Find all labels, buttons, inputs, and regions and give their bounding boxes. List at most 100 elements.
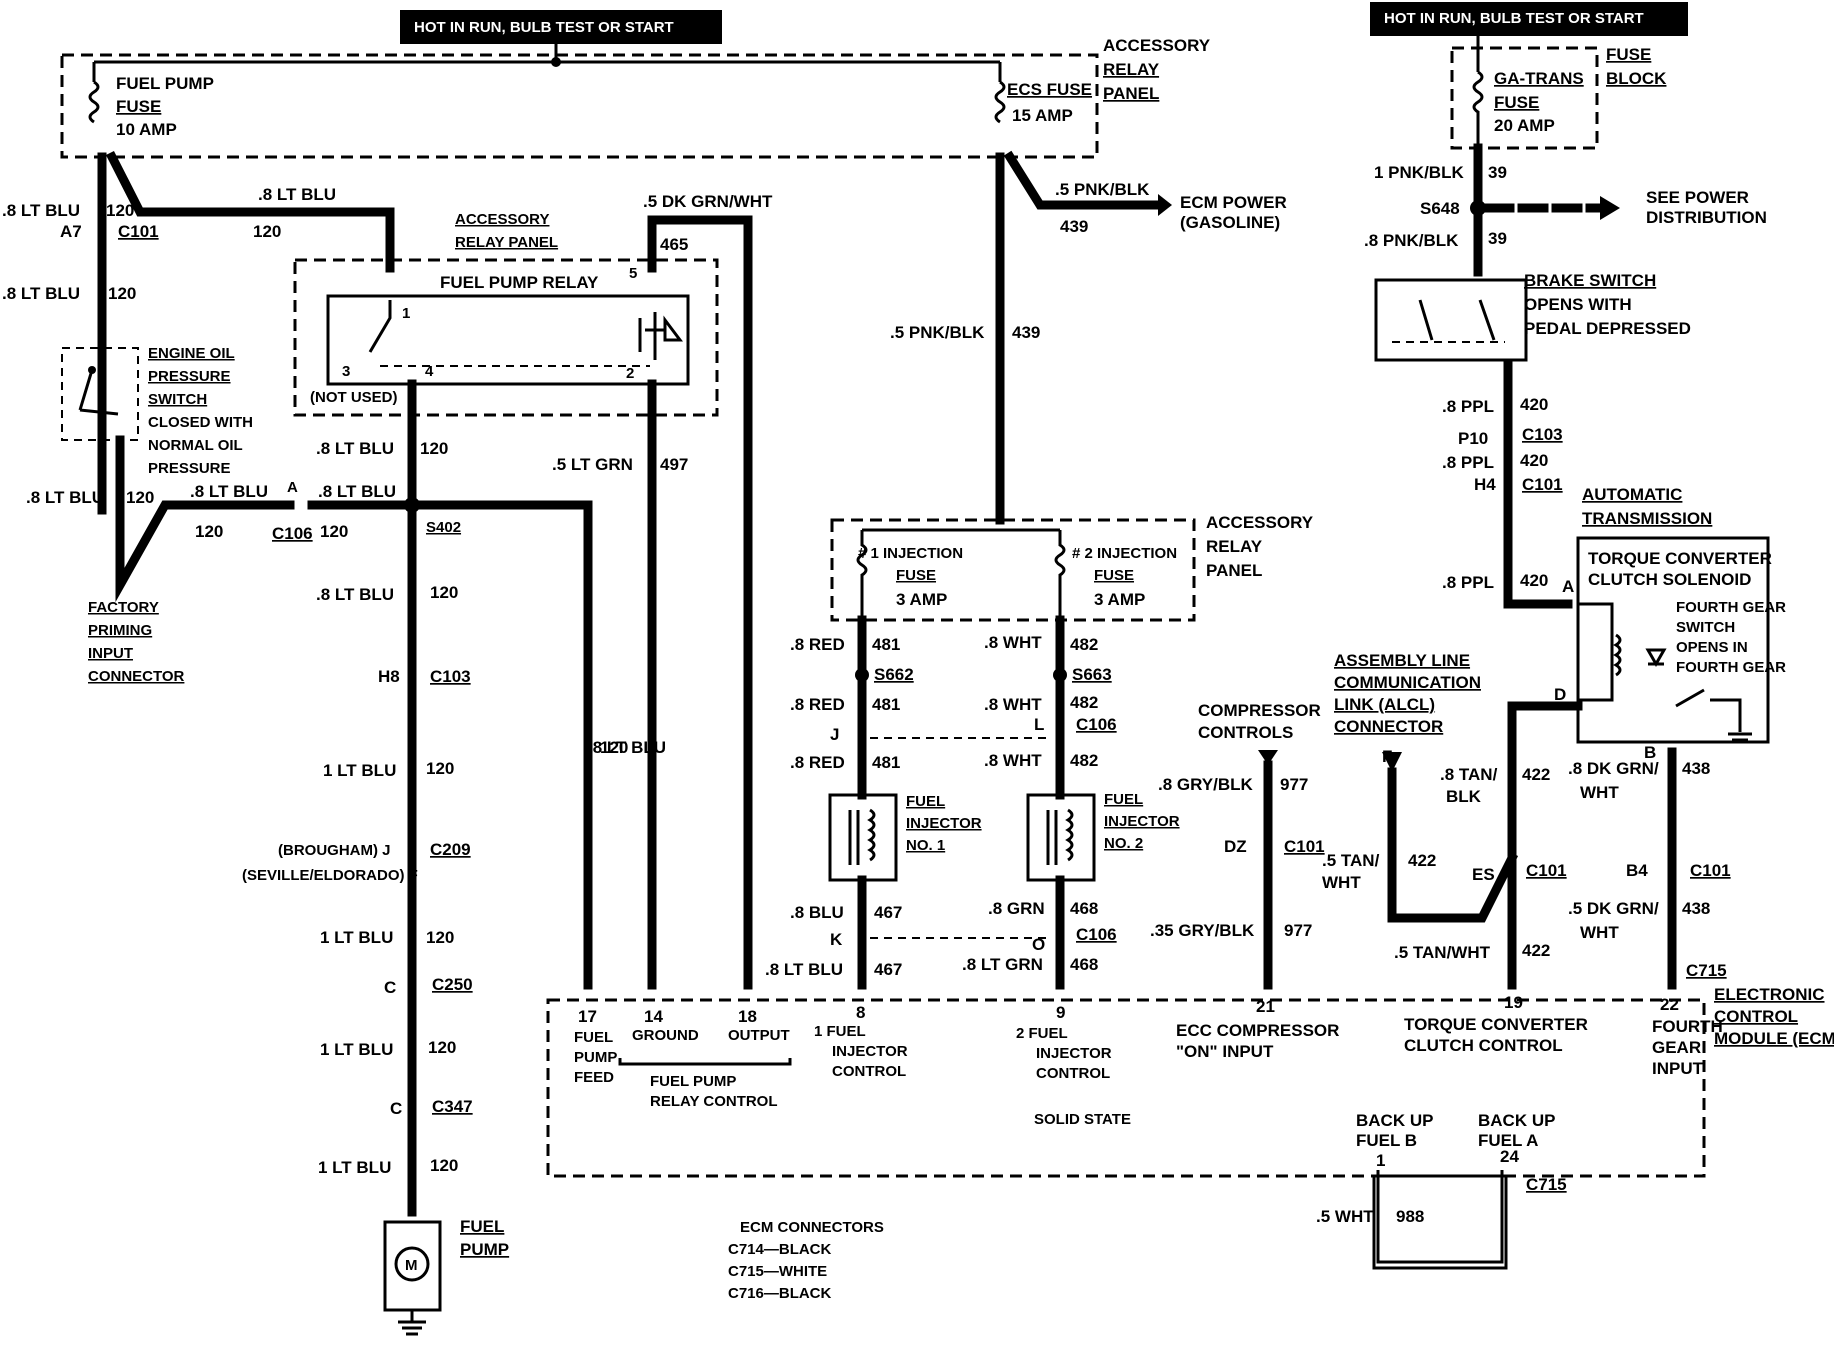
w438b-label: .5 DK GRN/: [1568, 899, 1659, 918]
pinL-label: L: [1034, 715, 1044, 734]
n468b-label: 468: [1070, 955, 1098, 974]
n481c-label: 481: [872, 753, 900, 772]
factory-l3: INPUT: [88, 645, 133, 662]
alcl-l3: LINK (ALCL): [1334, 695, 1435, 714]
ecm-p17a: FUEL: [574, 1029, 613, 1046]
wire-988-loop: [1376, 1170, 1504, 1264]
c101c-label: C101: [1522, 475, 1563, 494]
n120i-label: 120: [426, 928, 454, 947]
s663-label: S663: [1072, 665, 1112, 684]
fuel-pump-fuse-l2: FUSE: [116, 97, 161, 116]
n439-label: 439: [1060, 217, 1088, 236]
ecm-p18: 18: [738, 1007, 757, 1026]
ecm-p8: 8: [856, 1003, 865, 1022]
w481a-label: .8 RED: [790, 635, 845, 654]
ecm-bua: BACK UP: [1478, 1111, 1555, 1130]
n39b-label: 39: [1488, 229, 1507, 248]
injector1-coil: [867, 808, 876, 862]
es-label: ES: [1472, 865, 1495, 884]
ecm-box: [546, 998, 1706, 1178]
injector1-core: [848, 810, 860, 865]
inj-panel-l2: RELAY: [1206, 537, 1263, 556]
fpr-panel1: ACCESSORY: [455, 211, 549, 228]
fuel-pump-motor-icon: [394, 1246, 430, 1282]
pinA-label: A: [287, 479, 298, 496]
fpr-p2: 2: [626, 365, 634, 382]
w465-label: .5 DK GRN/WHT: [643, 192, 773, 211]
n120g-label: 120: [430, 583, 458, 602]
n482a-label: 482: [1070, 635, 1098, 654]
w422a-label: .8 TAN/: [1440, 765, 1498, 784]
w120f-label: .8 LT BLU: [316, 439, 394, 458]
wire-465: [647, 215, 753, 990]
injector2-core: [1046, 810, 1058, 865]
w977-label: .8 GRY/BLK: [1158, 775, 1253, 794]
inj-f1a: # 1 INJECTION: [858, 545, 963, 562]
ecm-p9a: 2 FUEL: [1016, 1025, 1068, 1042]
n120k-label: 120: [430, 1156, 458, 1175]
ecm-p21: 21: [1256, 997, 1275, 1016]
ecm-p9b: INJECTOR: [1036, 1045, 1112, 1062]
ecm-p24: 24: [1500, 1147, 1519, 1166]
compressor-l2: CONTROLS: [1198, 723, 1293, 742]
fuel-pump-l1: FUEL: [460, 1217, 504, 1236]
ecm-p8c: CONTROL: [832, 1063, 906, 1080]
n977-label: 977: [1280, 775, 1308, 794]
ecm-p9c: CONTROL: [1036, 1065, 1110, 1082]
fuse-block-l2: BLOCK: [1606, 69, 1667, 88]
w482b-label: .8 WHT: [984, 695, 1042, 714]
brougham-label: (BROUGHAM) J: [278, 842, 391, 859]
dz-label: DZ: [1224, 837, 1247, 856]
header-banner-right: [1370, 2, 1688, 36]
header-right: HOT IN RUN, BULB TEST OR START: [1384, 10, 1644, 27]
n482c-label: 482: [1070, 751, 1098, 770]
fpr-title: FUEL PUMP RELAY: [440, 273, 599, 292]
w422b-label: .5 TAN/: [1322, 851, 1380, 870]
fuel-pump-fuse-l3: 10 AMP: [116, 120, 177, 139]
w120b-label: .8 LT BLU: [2, 284, 80, 303]
n439b-label: 439: [1012, 323, 1040, 342]
oil-switch-l3: SWITCH: [148, 391, 207, 408]
c347-label: C347: [432, 1097, 473, 1116]
splice-s663: [1053, 668, 1067, 682]
ecm-conn-l3: C715—WHITE: [728, 1263, 827, 1280]
inj-f2b: FUSE: [1094, 567, 1134, 584]
auto-trans-box: [1576, 536, 1770, 744]
injection-fuse-panel: [830, 518, 1196, 622]
tcc-solenoid-path: [1578, 602, 1614, 702]
c250-label: C250: [432, 975, 473, 994]
ga-trans-l2: FUSE: [1494, 93, 1539, 112]
n438b-label: 438: [1682, 899, 1710, 918]
ga-trans-fuse-symbol: [1472, 70, 1484, 148]
splice-s662: [855, 668, 869, 682]
w439b-label: .5 PNK/BLK: [890, 323, 985, 342]
n420b-label: 420: [1520, 451, 1548, 470]
c106b-label: C106: [1076, 715, 1117, 734]
n420a-label: 420: [1520, 395, 1548, 414]
pinJ-label: J: [830, 725, 839, 744]
inj-f2a: # 2 INJECTION: [1072, 545, 1177, 562]
arp-top-l3: PANEL: [1103, 84, 1159, 103]
inj2-l3: NO. 2: [1104, 835, 1143, 852]
n120h-label: 120: [426, 759, 454, 778]
tcc-l2: CLUTCH SOLENOID: [1588, 570, 1751, 589]
tcc-l1: TORQUE CONVERTER: [1588, 549, 1772, 568]
fuel-pump-l2: PUMP: [460, 1240, 509, 1259]
relay-control-bracket: [618, 1058, 792, 1066]
n467b-label: 467: [874, 960, 902, 979]
w39a-label: 1 PNK/BLK: [1374, 163, 1464, 182]
ecm-p22c: INPUT: [1652, 1059, 1704, 1078]
pinO-label: O: [1032, 935, 1045, 954]
w481c-label: .8 RED: [790, 753, 845, 772]
ecm-p14: 14: [644, 1007, 663, 1026]
c101d-label: C101: [1526, 861, 1567, 880]
ecm-conn-l2: C714—BLACK: [728, 1241, 832, 1258]
relay-switch-arm: [368, 300, 392, 353]
n977b-label: 977: [1284, 921, 1312, 940]
injector2-coil: [1065, 808, 1074, 862]
oil-switch-l1: ENGINE OIL: [148, 345, 235, 362]
w438a2-label: WHT: [1580, 783, 1619, 802]
fuel-pump-fuse-symbol: [88, 80, 100, 124]
accessory-relay-panel-top: [60, 53, 1099, 159]
n438a-label: 438: [1682, 759, 1710, 778]
